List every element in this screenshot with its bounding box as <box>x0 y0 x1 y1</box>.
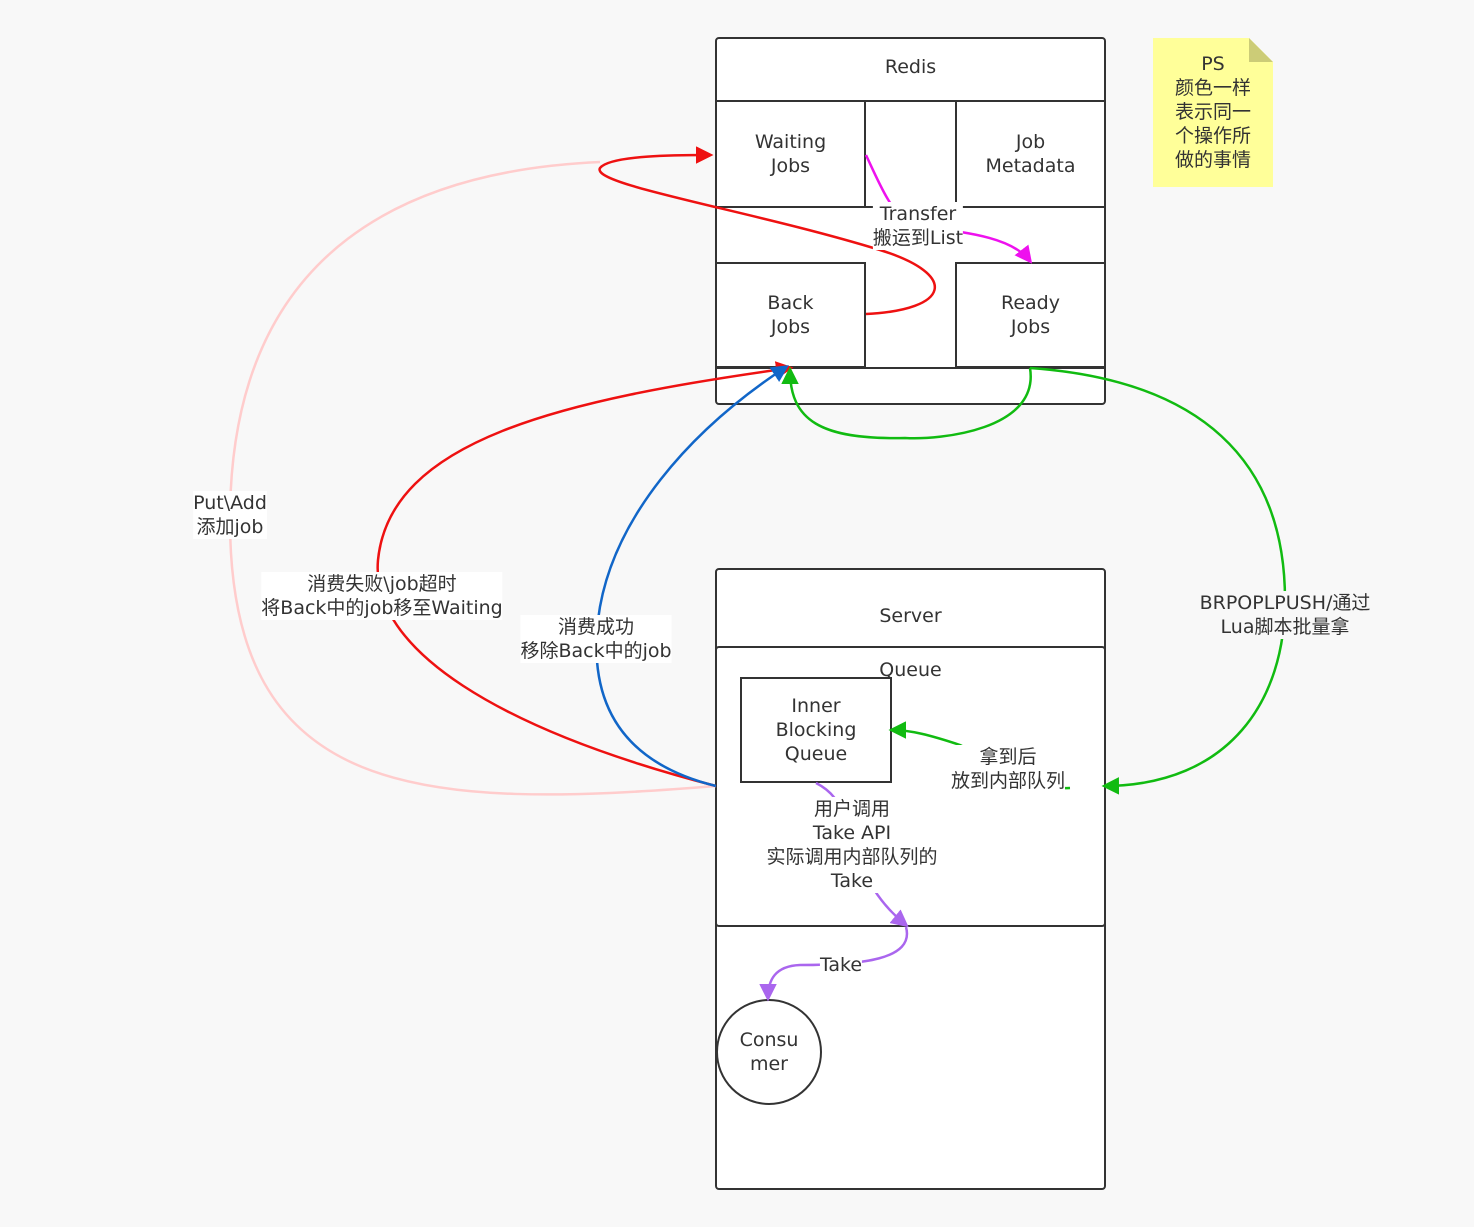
edge-brpoplpush <box>1029 366 1287 795</box>
redis-divider-bottom <box>715 367 1106 369</box>
job-metadata-node[interactable]: Job Metadata <box>955 100 1106 208</box>
ready-jobs-node[interactable]: Ready Jobs <box>955 262 1106 368</box>
put-add-label: Put\Add 添加job <box>193 491 267 539</box>
transfer-label: Transfer 搬运到List <box>872 202 964 250</box>
inner-blocking-queue-node[interactable]: Inner Blocking Queue <box>740 677 892 783</box>
take-label: Take <box>819 953 863 977</box>
edge-back-to-waiting <box>598 146 937 316</box>
success-label: 消费成功 移除Back中的job <box>520 615 672 663</box>
edge-fail-to-back <box>376 361 794 788</box>
queue-title: Queue <box>879 659 942 681</box>
consumer-node[interactable]: Consu mer <box>716 999 822 1105</box>
ps-note-text: PS 颜色一样 表示同一 个操作所 做的事情 <box>1174 53 1251 171</box>
user-take-label: 用户调用 Take API 实际调用内部队列的 Take <box>766 797 938 893</box>
brpoplpush-label: BRPOPLPUSH/通过Lua脚本批量拿 <box>1190 591 1380 639</box>
waiting-jobs-node[interactable]: Waiting Jobs <box>715 100 866 208</box>
ps-note <box>1153 38 1273 187</box>
fail-label: 消费失败\job超时 将Back中的job移至Waiting <box>261 572 503 620</box>
edge-put-add <box>228 160 717 796</box>
edge-ready-to-back <box>781 366 1032 440</box>
server-title: Server <box>879 605 942 627</box>
redis-divider-top <box>715 100 1106 102</box>
take-put-label: 拿到后 放到内部队列 <box>950 745 1066 793</box>
redis-title: Redis <box>884 56 937 78</box>
edge-success-to-back <box>595 365 789 788</box>
